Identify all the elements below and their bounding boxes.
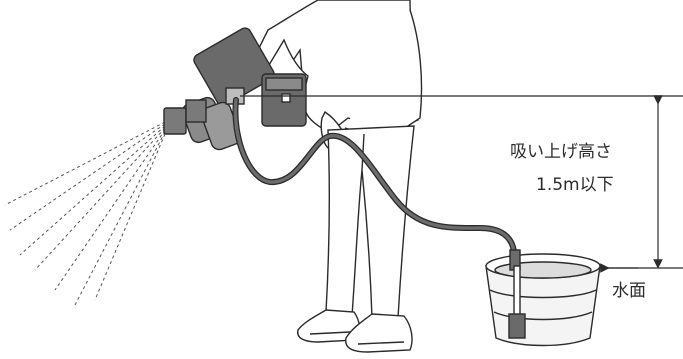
person-shoes xyxy=(297,309,413,353)
hose-fill xyxy=(233,98,516,254)
suction-height-label: 吸い上げ高さ xyxy=(510,142,612,162)
water-surface-label: 水面 xyxy=(612,281,646,301)
battery-pack xyxy=(261,73,307,127)
suction-height-value: 1.5m以下 xyxy=(536,175,614,195)
dimension-lines xyxy=(240,95,683,273)
person-pants xyxy=(325,125,415,319)
sprayer-gun xyxy=(163,27,275,151)
suction-pipe xyxy=(508,249,526,339)
spray-mist xyxy=(4,121,166,306)
bucket xyxy=(485,253,601,347)
